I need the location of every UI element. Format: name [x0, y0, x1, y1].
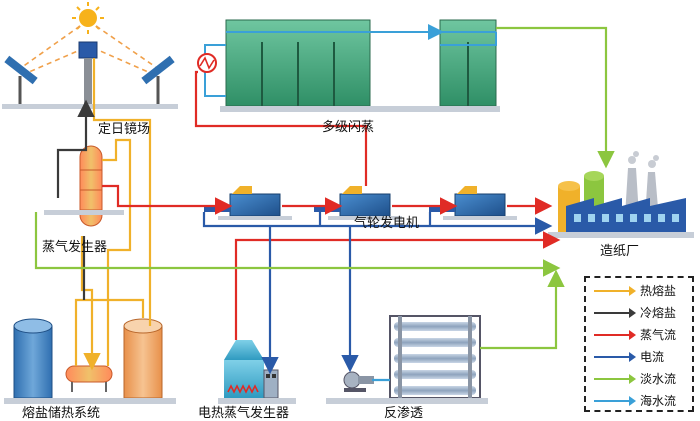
sun-icon	[72, 2, 104, 34]
sun-ray-lines	[17, 25, 161, 76]
steam-generator-label: 蒸气发生器	[42, 240, 108, 255]
steam-lines	[102, 70, 561, 340]
flash-tank-icon	[220, 19, 500, 112]
ro-membrane-icon	[326, 315, 488, 404]
msf-label: 多级闪蒸	[322, 120, 375, 135]
legend-line-sea-water	[594, 396, 636, 406]
legend-line-fresh-water	[594, 374, 636, 384]
legend-item-steam: 蒸气流	[594, 326, 692, 344]
electric-boiler-label: 电热蒸气发生器	[198, 406, 290, 421]
legend-label-fresh-water: 淡水流	[640, 372, 677, 386]
legend-label-cold-salt: 冷熔盐	[640, 306, 677, 320]
legend-item-fresh-water: 淡水流	[594, 370, 692, 388]
heat-exchanger-icon	[197, 53, 217, 73]
legend-line-hot-salt	[594, 286, 636, 296]
legend: 热熔盐 冷熔盐 蒸气流 电流 淡水流 海水流	[584, 276, 694, 412]
salt-tank-icon	[4, 318, 176, 404]
hot-salt-lines	[74, 58, 152, 371]
fresh-water-lines	[34, 26, 615, 350]
legend-label-steam: 蒸气流	[640, 328, 677, 342]
legend-line-power	[594, 352, 636, 362]
legend-label-hot-salt: 热熔盐	[640, 284, 677, 298]
legend-label-sea-water: 海水流	[640, 394, 677, 408]
mirror-field-label: 定日镜场	[98, 122, 151, 137]
tower-icon	[78, 41, 98, 104]
storage-label: 熔盐储热系统	[22, 406, 101, 421]
legend-item-hot-salt: 热熔盐	[594, 282, 692, 300]
boiler-icon	[218, 340, 296, 404]
legend-line-cold-salt	[594, 308, 636, 318]
pump-icon	[343, 371, 374, 392]
turbine-label: 气轮发电机	[354, 216, 420, 231]
legend-label-power: 电流	[640, 350, 665, 364]
legend-line-steam	[594, 330, 636, 340]
legend-item-sea-water: 海水流	[594, 392, 692, 410]
legend-item-power: 电流	[594, 348, 692, 366]
turbine-icon	[204, 186, 517, 220]
paper-mill-label: 造纸厂	[600, 244, 640, 259]
ro-label: 反渗透	[384, 406, 424, 421]
legend-item-cold-salt: 冷熔盐	[594, 304, 692, 322]
power-lines	[202, 212, 553, 375]
factory-icon	[548, 151, 694, 238]
